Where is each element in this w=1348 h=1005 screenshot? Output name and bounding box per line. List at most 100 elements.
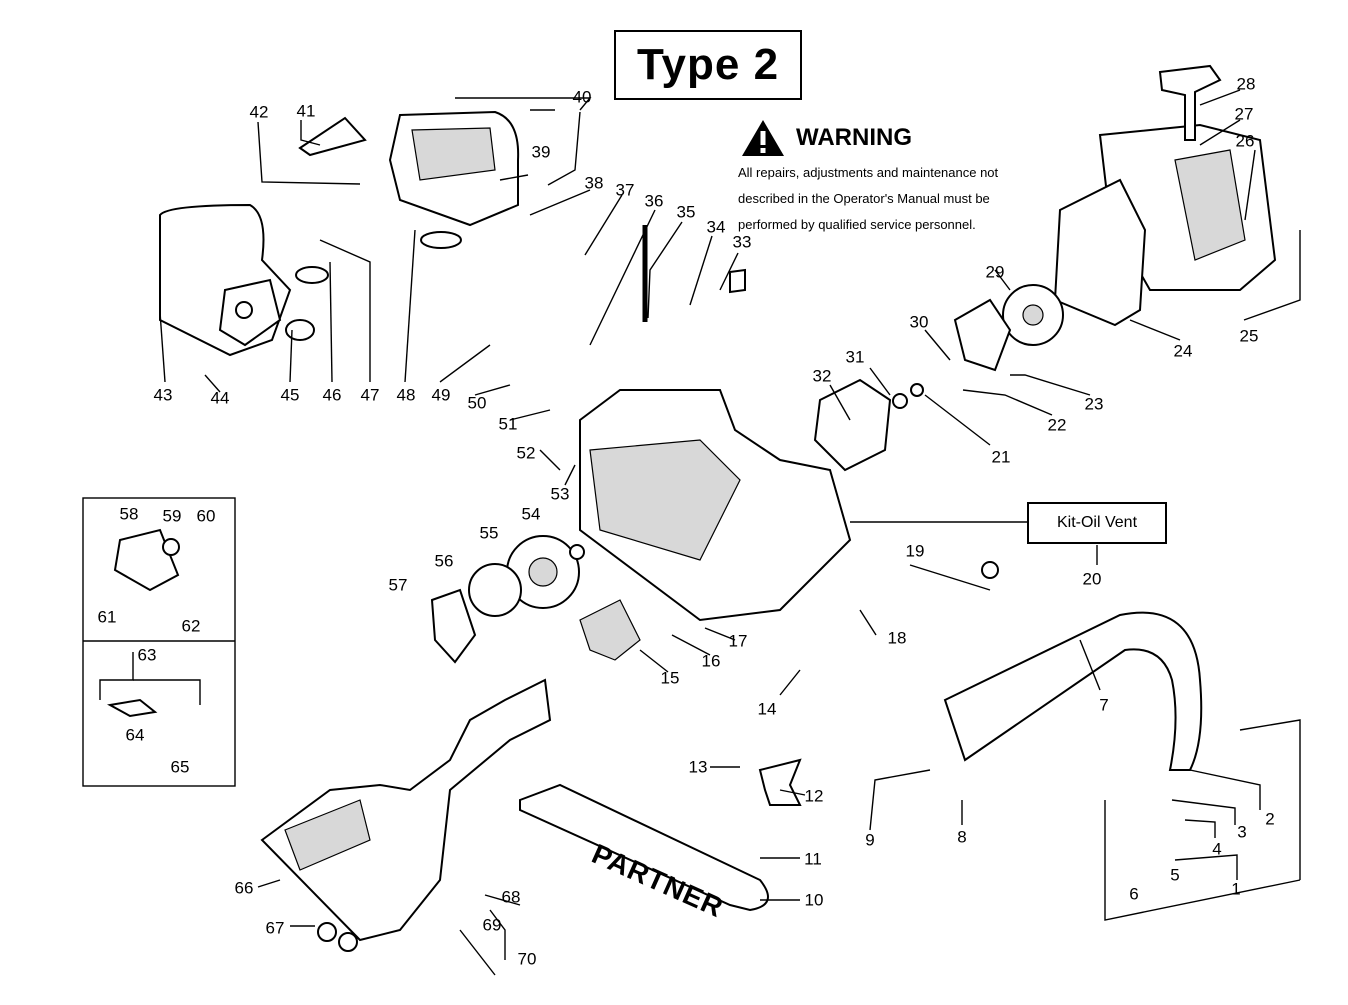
- bumper-part: [758, 758, 802, 806]
- clutch-drum-hub: [528, 557, 558, 587]
- nut-67b-part: [338, 932, 358, 952]
- part-label: 32: [812, 366, 832, 386]
- part-label: 26: [1235, 131, 1255, 151]
- part-label: 41: [296, 101, 316, 121]
- page-title: Type 2: [636, 40, 780, 89]
- part-label: 38: [584, 173, 604, 193]
- part-label: 6: [1129, 884, 1139, 904]
- chain-cover-window: [284, 799, 371, 871]
- part-label: 48: [396, 385, 416, 405]
- part-label: 57: [388, 575, 408, 595]
- plate-part: [579, 599, 641, 661]
- front-handle-part: [943, 611, 1203, 771]
- part-label: 36: [644, 191, 664, 211]
- washer-31-part: [892, 393, 908, 409]
- trigger-part: [298, 116, 367, 157]
- part-label: 30: [909, 312, 929, 332]
- part-label: 7: [1099, 695, 1109, 715]
- pawl-part: [953, 298, 1012, 372]
- part-label: 15: [660, 668, 680, 688]
- leader-lines: [99, 89, 1301, 976]
- chain-cover-part: [260, 678, 552, 942]
- part-label: 66: [234, 878, 254, 898]
- part-label: 42: [249, 102, 269, 122]
- washer-54-part: [569, 544, 585, 560]
- part-label: 1: [1231, 879, 1241, 899]
- part-label: 28: [1236, 74, 1256, 94]
- clutch-part: [430, 588, 477, 664]
- part-label: 10: [804, 890, 824, 910]
- vent-part: [981, 561, 999, 579]
- handle-hole: [235, 301, 253, 319]
- part-label: 37: [615, 180, 635, 200]
- part-label: 13: [688, 757, 708, 777]
- part-label: 46: [322, 385, 342, 405]
- spring-45-part: [285, 319, 315, 341]
- part-label: 31: [845, 347, 865, 367]
- starter-grip-part: [1158, 64, 1222, 141]
- part-label: 19: [905, 541, 925, 561]
- crankcase-detail: [589, 439, 741, 561]
- guide-bar-part: [519, 783, 769, 912]
- part-label: 33: [732, 232, 752, 252]
- part-label: 52: [516, 443, 536, 463]
- flywheel-part: [813, 378, 892, 472]
- part-label: 49: [431, 385, 451, 405]
- part-label: 16: [701, 651, 721, 671]
- part-label: 2: [1265, 809, 1275, 829]
- kit-label: Kit-Oil Vent: [1056, 514, 1138, 531]
- part-label: 67: [265, 918, 285, 938]
- part-label: 21: [991, 447, 1011, 467]
- top-cover-detail: [411, 127, 496, 181]
- warning-header: WARNING: [740, 118, 912, 158]
- part-label: 24: [1173, 341, 1193, 361]
- part-label: 59: [162, 506, 182, 526]
- part-label: 69: [482, 915, 502, 935]
- nut-21-part: [910, 383, 924, 397]
- part-label: 47: [360, 385, 380, 405]
- part-label: 63: [137, 645, 157, 665]
- type-title-box: Type 2: [614, 30, 802, 100]
- part-label: 11: [804, 849, 822, 869]
- part-label: 70: [517, 949, 537, 969]
- fan-cover-part: [1053, 178, 1147, 327]
- part-label: 61: [97, 607, 117, 627]
- starter-grille: [1174, 149, 1246, 261]
- part-label: 51: [498, 414, 518, 434]
- part-label: 35: [676, 202, 696, 222]
- nut-67a-part: [317, 922, 337, 942]
- cap-33-part: [729, 268, 746, 294]
- part-label: 56: [434, 551, 454, 571]
- part-label: 3: [1237, 822, 1247, 842]
- part-label: 4: [1212, 839, 1222, 859]
- washer-56-part: [468, 563, 522, 617]
- warning-text: All repairs, adjustments and maintenance…: [738, 160, 1058, 238]
- part-label: 68: [501, 887, 521, 907]
- spring-46-part: [295, 266, 329, 284]
- part-label: 34: [706, 217, 726, 237]
- warning-line: performed by qualified service personnel…: [738, 217, 976, 232]
- pump-seal-part: [162, 538, 180, 556]
- part-label: 20: [1082, 569, 1102, 589]
- part-label: 55: [479, 523, 499, 543]
- warning-title: WARNING: [796, 124, 912, 151]
- part-label: 12: [804, 786, 824, 806]
- part-label: 9: [865, 830, 875, 850]
- inset-box: [82, 497, 236, 787]
- part-label: 50: [467, 393, 487, 413]
- part-label: 27: [1234, 104, 1254, 124]
- warning-line: described in the Operator's Manual must …: [738, 191, 990, 206]
- part-label: 18: [887, 628, 907, 648]
- part-label: 17: [728, 631, 748, 651]
- part-label: 65: [170, 757, 190, 777]
- part-label: 23: [1084, 394, 1104, 414]
- kit-oil-vent-box: Kit-Oil Vent: [1027, 502, 1167, 544]
- part-label: 54: [521, 504, 541, 524]
- part-label: 62: [181, 616, 201, 636]
- part-label: 22: [1047, 415, 1067, 435]
- part-label: 5: [1170, 865, 1180, 885]
- part-label: 39: [531, 142, 551, 162]
- warning-line: All repairs, adjustments and maintenance…: [738, 165, 999, 180]
- pulley-hub: [1022, 304, 1044, 326]
